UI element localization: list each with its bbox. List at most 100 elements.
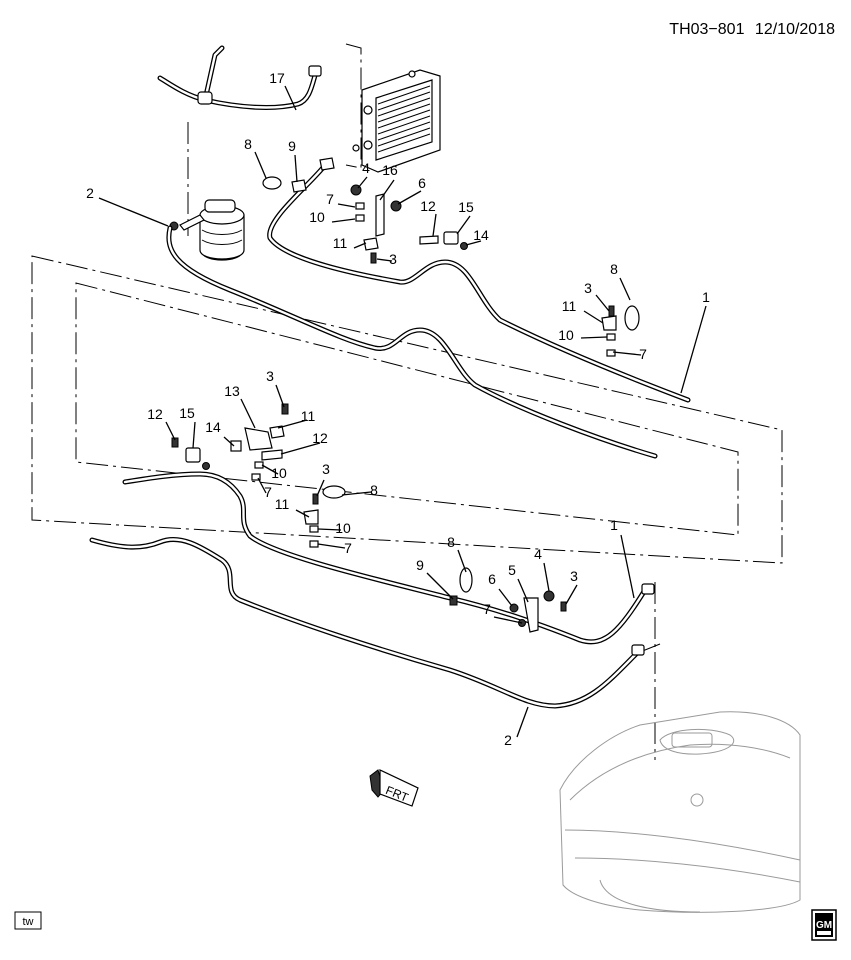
fuel-line-2-lower <box>89 536 645 709</box>
callout-c16: 16 <box>379 162 398 201</box>
callout-leader <box>612 351 642 356</box>
outer-detail-outline <box>31 255 783 564</box>
callout-number: 10 <box>558 327 574 343</box>
callout-leader <box>426 572 454 600</box>
callout-leader <box>317 543 346 549</box>
callout-number: 17 <box>269 70 285 86</box>
callout-c6b: 6 <box>488 571 513 607</box>
diagram-reference-number: TH03−801 <box>669 21 744 38</box>
callout-number: 3 <box>389 251 397 267</box>
callout-leader <box>98 197 169 227</box>
callout-c6a: 6 <box>397 175 426 205</box>
callout-c11b: 11 <box>562 298 604 324</box>
callout-leader <box>397 190 422 205</box>
fuel-line-2-upper <box>166 225 658 459</box>
callout-number: 14 <box>473 227 489 243</box>
callout-c12c: 12 <box>280 430 328 455</box>
callout-number: 12 <box>147 406 163 422</box>
callout-leader <box>275 384 285 408</box>
callout-number: 3 <box>584 280 592 296</box>
callout-leader <box>498 588 513 607</box>
callout-leader <box>223 436 235 447</box>
callout-number: 10 <box>335 520 351 536</box>
callout-leader <box>516 706 529 738</box>
callout-c10d: 10 <box>317 520 351 536</box>
callout-leader <box>341 491 372 496</box>
fuel-filter <box>169 199 245 261</box>
callout-c12a: 12 <box>420 198 437 237</box>
callout-number: 15 <box>179 405 195 421</box>
callout-leader <box>240 398 256 429</box>
callout-number: 12 <box>420 198 436 214</box>
callout-c10c: 10 <box>261 464 287 481</box>
callout-c8d: 8 <box>447 534 467 573</box>
callout-c3e: 3 <box>565 568 578 605</box>
callout-c5: 5 <box>508 562 529 603</box>
callout-number: 11 <box>333 235 348 251</box>
callout-number: 15 <box>458 199 474 215</box>
gm-logo-label: GM <box>816 920 832 931</box>
callout-c3c: 3 <box>266 368 285 408</box>
callout-number: 10 <box>309 209 325 225</box>
callout-c17: 17 <box>269 70 297 111</box>
tw-badge-label: tw <box>23 916 34 928</box>
tw-badge: tw <box>14 911 42 930</box>
callout-number: 16 <box>382 162 398 178</box>
callout-number: 7 <box>639 346 647 362</box>
callout-c8b: 8 <box>610 261 631 301</box>
callout-c3d: 3 <box>316 461 330 497</box>
callout-leader <box>517 578 529 603</box>
diagram-date: 12/10/2018 <box>755 21 835 38</box>
front-direction-arrow: FRT <box>369 769 419 807</box>
callout-number: 11 <box>562 298 577 314</box>
callout-number: 7 <box>483 601 491 617</box>
callout-leader <box>295 509 310 518</box>
callout-number: 14 <box>205 419 221 435</box>
callout-leader <box>261 464 279 475</box>
callout-number: 3 <box>570 568 578 584</box>
callout-leader <box>457 549 467 573</box>
callout-number: 1 <box>610 517 618 533</box>
fuel-cooler <box>352 69 441 173</box>
callout-leader <box>254 151 267 179</box>
callout-c2b: 2 <box>504 706 529 748</box>
callout-c8c: 8 <box>341 482 378 498</box>
inner-detail-outline <box>75 282 739 536</box>
callout-c11d: 11 <box>275 496 310 518</box>
callout-leader <box>331 218 356 223</box>
callout-number: 7 <box>264 484 272 500</box>
callout-leader <box>493 616 523 624</box>
callout-number: 8 <box>610 261 618 277</box>
callout-leader <box>379 179 395 201</box>
callout-leader <box>583 310 604 324</box>
callout-c9b: 9 <box>416 557 454 600</box>
diagram-reference-header: TH03−801 12/10/2018 <box>669 21 835 38</box>
callout-number: 13 <box>224 383 240 399</box>
callout-number: 8 <box>244 136 252 152</box>
callout-number: 4 <box>362 160 370 176</box>
callout-leader <box>337 203 356 208</box>
detail-outlines <box>31 43 783 760</box>
callout-c11a: 11 <box>333 235 367 251</box>
callout-number: 2 <box>86 185 94 201</box>
callout-number: 10 <box>271 465 287 481</box>
callout-c15b: 15 <box>179 405 196 449</box>
callout-leader <box>680 305 707 394</box>
fuel-line-1-upper <box>267 157 691 403</box>
callout-number: 12 <box>312 430 328 446</box>
callout-number: 6 <box>418 175 426 191</box>
callout-c7a: 7 <box>326 191 356 208</box>
callout-c7d: 7 <box>317 540 352 556</box>
callout-c7e: 7 <box>483 601 523 624</box>
callout-leader <box>432 213 437 237</box>
callout-c4b: 4 <box>534 546 550 592</box>
callout-leader <box>257 477 267 494</box>
callout-leader <box>456 215 471 235</box>
callout-number: 11 <box>275 496 290 512</box>
fuel-tank <box>559 711 801 913</box>
callout-c10a: 10 <box>309 209 356 225</box>
callout-number: 11 <box>301 408 316 424</box>
callout-c2a: 2 <box>86 185 169 227</box>
